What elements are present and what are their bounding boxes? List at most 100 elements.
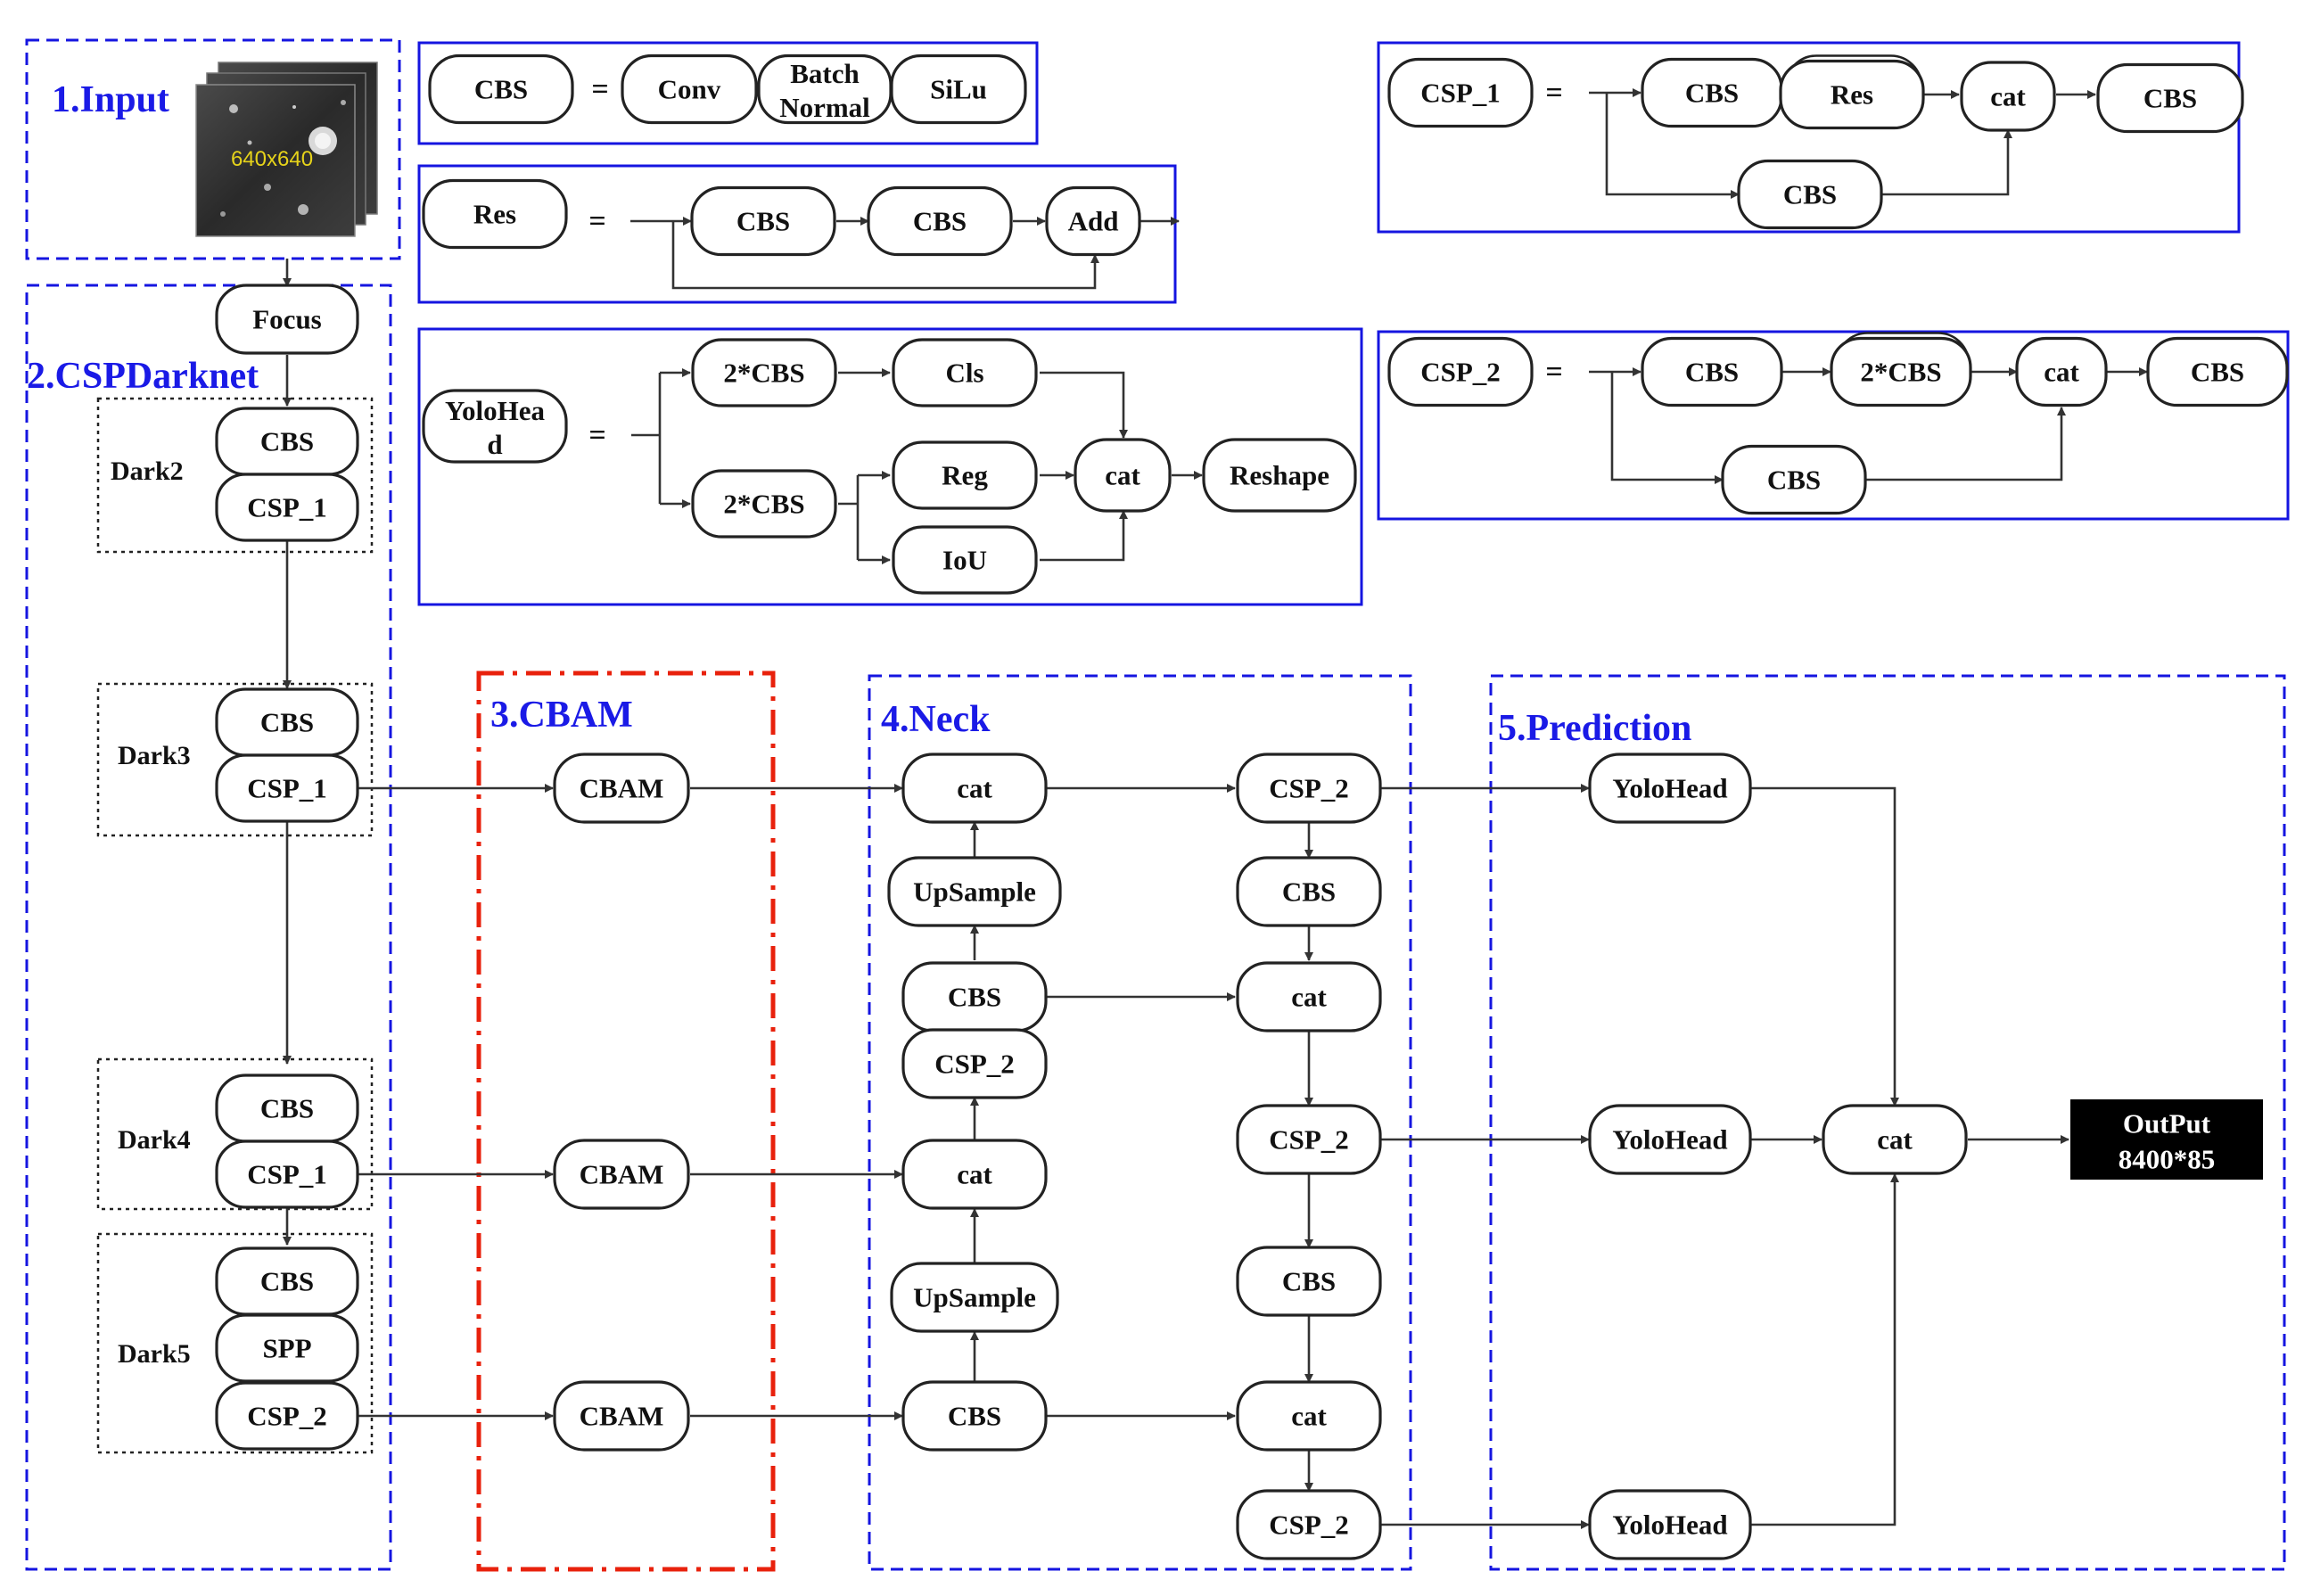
cbs-def-lhs-label: CBS bbox=[474, 74, 528, 105]
dark5-csp2-label: CSP_2 bbox=[247, 1401, 327, 1432]
input-title: 1.Input bbox=[52, 79, 169, 120]
reshape-node-label: Reshape bbox=[1230, 460, 1329, 491]
neck-csp2-1-label: CSP_2 bbox=[934, 1049, 1015, 1080]
neck-frame bbox=[868, 674, 1412, 1571]
csp1-cbs-out-label: CBS bbox=[2143, 83, 2197, 114]
neck-cbs-2-label: CBS bbox=[948, 1401, 1001, 1432]
res-cbs-2: CBS bbox=[867, 185, 1013, 257]
edges bbox=[283, 88, 2148, 1529]
dark3-label: Dark3 bbox=[118, 741, 191, 770]
yolohead-def-frame bbox=[417, 327, 1363, 606]
yh-2cbs-bottom-label: 2*CBS bbox=[723, 489, 804, 520]
neck-cat-3: cat bbox=[1236, 1380, 1382, 1452]
yolohead-1-label: YoloHead bbox=[1612, 773, 1727, 804]
cbam-node-1: CBAM bbox=[553, 753, 690, 824]
csp1-eq: = bbox=[1545, 77, 1562, 110]
silu-node-label: SiLu bbox=[930, 74, 987, 105]
reg-node-label: Reg bbox=[942, 460, 988, 491]
neck-upsample-2: UpSample bbox=[890, 1262, 1059, 1333]
iou-node: IoU bbox=[892, 525, 1038, 595]
backbone-frame bbox=[25, 284, 392, 1571]
yolohead-3-label: YoloHead bbox=[1612, 1510, 1727, 1541]
csp2-cbs-skip: CBS bbox=[1721, 444, 1867, 515]
csp1-def-lhs: CSP_1 bbox=[1387, 57, 1534, 128]
frames bbox=[25, 38, 2290, 1572]
cbam-node-2-label: CBAM bbox=[580, 1159, 664, 1190]
yh-cat-node: cat bbox=[1074, 438, 1172, 513]
csp1-cbs-1-label: CBS bbox=[1685, 78, 1739, 109]
conv-node-label: Conv bbox=[658, 74, 721, 105]
res-def-lhs-label: Res bbox=[473, 199, 516, 230]
neck-upsample-1: UpSample bbox=[887, 856, 1062, 927]
dark2-csp1: CSP_1 bbox=[215, 473, 359, 542]
cbam-title: 3.CBAM bbox=[490, 695, 633, 736]
neck-cat-mid: cat bbox=[901, 1139, 1048, 1210]
csp1-cat-label: cat bbox=[1990, 81, 2026, 112]
neck-csp2-top: CSP_2 bbox=[1236, 753, 1382, 824]
neck-cbs-4-label: CBS bbox=[1282, 1266, 1336, 1297]
dark5-spp-label: SPP bbox=[262, 1333, 311, 1364]
add-node-label: Add bbox=[1068, 206, 1119, 237]
focus-node-label: Focus bbox=[252, 304, 322, 335]
neck-cat-mid-label: cat bbox=[957, 1159, 992, 1190]
cbs-eq: = bbox=[591, 73, 608, 106]
csp2-cbs-skip-label: CBS bbox=[1767, 465, 1821, 496]
silu-node: SiLu bbox=[890, 53, 1027, 125]
dark5-cbs-label: CBS bbox=[260, 1266, 314, 1297]
dark5-frame bbox=[96, 1232, 374, 1454]
section-titles: 1.Input 2.CSPDarknet 3.CBAM 4.Neck 5.Pre… bbox=[27, 79, 1691, 749]
neck-csp2-bottom: CSP_2 bbox=[1236, 1489, 1382, 1560]
csp1-cbs-1: CBS bbox=[1641, 57, 1783, 128]
yh-2cbs-top: 2*CBS bbox=[691, 338, 837, 407]
cls-node-label: Cls bbox=[945, 358, 983, 389]
csp2-2cbs: 2*CBS bbox=[1830, 332, 1972, 407]
yolohead-2: YoloHead bbox=[1588, 1104, 1752, 1175]
neck-cbs-3: CBS bbox=[1236, 856, 1382, 927]
cbam-frame bbox=[476, 670, 776, 1572]
neck-cbs-2: CBS bbox=[901, 1380, 1048, 1452]
yolohead-eq: = bbox=[588, 419, 605, 452]
neck-cat-3-label: cat bbox=[1291, 1401, 1327, 1432]
res-cbs-2-label: CBS bbox=[913, 206, 967, 237]
csp2-cat-label: cat bbox=[2044, 357, 2079, 388]
csp1-res: Res bbox=[1779, 54, 1925, 130]
dark2-frame bbox=[96, 397, 374, 554]
csp2-eq: = bbox=[1545, 356, 1562, 389]
dark2-label: Dark2 bbox=[111, 457, 184, 486]
dark3-csp1-label: CSP_1 bbox=[247, 773, 327, 804]
dark3-csp1: CSP_1 bbox=[215, 753, 359, 823]
res-def-frame bbox=[417, 164, 1177, 304]
cbam-node-2: CBAM bbox=[553, 1139, 690, 1210]
csp2-cbs-1: CBS bbox=[1641, 336, 1783, 407]
prediction-frame bbox=[1489, 674, 2286, 1571]
csp1-def-lhs-label: CSP_1 bbox=[1420, 78, 1501, 109]
dark4-csp1: CSP_1 bbox=[215, 1139, 359, 1209]
res-def-lhs: Res bbox=[422, 178, 568, 250]
cbs-def-lhs: CBS bbox=[428, 53, 574, 125]
neck-cat-2-label: cat bbox=[1291, 982, 1327, 1013]
add-node: Add bbox=[1045, 185, 1141, 257]
yh-2cbs-bottom: 2*CBS bbox=[691, 469, 837, 539]
neck-cbs-3-label: CBS bbox=[1282, 876, 1336, 908]
dark5-cbs: CBS bbox=[215, 1246, 359, 1316]
yolohead-3: YoloHead bbox=[1588, 1489, 1752, 1560]
dark5-csp2: CSP_2 bbox=[215, 1381, 359, 1451]
output-label: OutPut bbox=[2123, 1108, 2211, 1139]
neck-cat-top: cat bbox=[901, 753, 1048, 824]
dark4-cbs-label: CBS bbox=[260, 1093, 314, 1124]
csp1-cbs-skip-label: CBS bbox=[1783, 179, 1837, 210]
equals-signs: = = = = = bbox=[588, 73, 1562, 452]
neck-cbs-4: CBS bbox=[1236, 1246, 1382, 1317]
cbs-def-frame bbox=[417, 41, 1039, 145]
dark5-spp: SPP bbox=[215, 1313, 359, 1383]
iou-node-label: IoU bbox=[942, 545, 987, 576]
csp1-res-label: Res bbox=[1831, 79, 1873, 111]
reshape-node: Reshape bbox=[1202, 438, 1357, 513]
prediction-title: 5.Prediction bbox=[1498, 708, 1691, 749]
cbam-node-1-label: CBAM bbox=[580, 773, 664, 804]
neck-title: 4.Neck bbox=[881, 699, 991, 740]
